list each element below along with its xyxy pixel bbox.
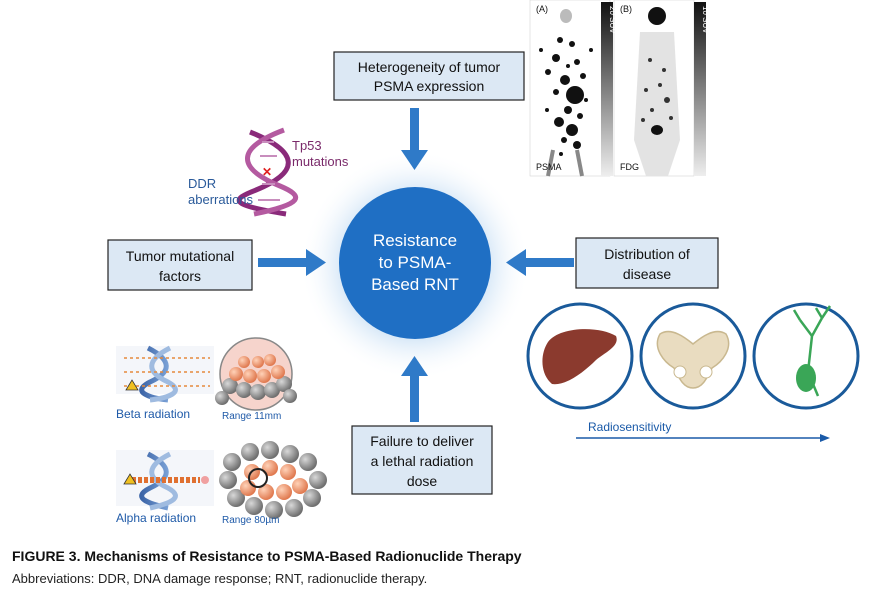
radiosensitivity-arrow: Radiosensitivity — [576, 420, 830, 442]
box-mutational-line1: Tumor mutational — [126, 248, 234, 264]
box-failure-line2: a lethal radiation — [371, 453, 474, 469]
arrow-bottom — [401, 356, 428, 422]
mutation-mark-icon: ✕ — [262, 165, 272, 179]
fdg-body — [634, 7, 680, 176]
arrows — [258, 108, 574, 422]
organ-pelvis — [639, 302, 747, 410]
suv-scale-b-label: 10 SUV — [701, 6, 710, 34]
center-text-line2: to PSMA- — [379, 253, 452, 272]
center-text-line1: Resistance — [373, 231, 457, 250]
pet-images: (A) (B) 20 SUV 10 SUV PSMA FDG — [529, 0, 710, 177]
arrow-top — [401, 108, 428, 170]
alpha-particle-icon — [201, 476, 209, 484]
neuron-body — [796, 364, 816, 392]
box-heterogeneity-line1: Heterogeneity of tumor — [358, 59, 501, 75]
beta-range-label: Range 11mm — [222, 411, 281, 422]
pelvis-icon — [656, 330, 730, 389]
box-failure-line3: dose — [407, 473, 438, 489]
ddr-label-line2: aberrations — [188, 192, 254, 207]
suv-scale-a-label: 20 SUV — [608, 6, 617, 34]
organ-nerve — [752, 302, 860, 410]
arrow-right — [506, 249, 574, 276]
psma-label: PSMA — [536, 162, 562, 172]
tp53-label-line2: mutations — [292, 154, 349, 169]
box-mutational: Tumor mutational factors — [107, 239, 253, 291]
figure-caption-abbreviations: Abbreviations: DDR, DNA damage response;… — [12, 571, 428, 586]
beta-radiation-panel: Beta radiation Range 11mm — [116, 337, 297, 422]
alpha-radiation-panel: Alpha radiation Range 80µm — [116, 441, 327, 526]
beta-cell-cluster — [215, 354, 297, 405]
alpha-dna-strand — [139, 451, 169, 511]
figure-caption-title: FIGURE 3. Mechanisms of Resistance to PS… — [12, 548, 522, 564]
arrow-left — [258, 249, 326, 276]
alpha-target-cell — [248, 468, 268, 488]
box-distribution: Distribution of disease — [575, 237, 719, 289]
organ-liver — [526, 302, 634, 410]
box-heterogeneity-line2: PSMA expression — [374, 78, 485, 94]
fdg-label: FDG — [620, 162, 639, 172]
center-text-line3: Based RNT — [371, 275, 459, 294]
psma-body — [539, 9, 593, 177]
box-distribution-line1: Distribution of — [604, 246, 690, 262]
alpha-range-label: Range 80µm — [222, 515, 279, 526]
box-mutational-line2: factors — [159, 268, 201, 284]
center-circle — [339, 187, 491, 339]
tp53-label-line1: Tp53 — [292, 138, 322, 153]
box-failure-line1: Failure to deliver — [370, 433, 474, 449]
ddr-label-line1: DDR — [188, 176, 216, 191]
box-heterogeneity: Heterogeneity of tumor PSMA expression — [333, 51, 525, 101]
beta-radiation-label: Beta radiation — [116, 407, 190, 421]
radiosensitivity-label: Radiosensitivity — [588, 420, 671, 434]
pet-panel-b-label: (B) — [620, 4, 632, 14]
alpha-cell-cluster — [219, 441, 327, 519]
liver-icon — [542, 329, 617, 385]
box-distribution-line2: disease — [623, 266, 671, 282]
box-failure: Failure to deliver a lethal radiation do… — [351, 425, 493, 495]
pet-panel-a-label: (A) — [536, 4, 548, 14]
suv-scale-b — [694, 2, 706, 176]
radiation-warning-icon-2 — [123, 473, 137, 485]
alpha-radiation-label: Alpha radiation — [116, 511, 196, 525]
dna-helix-icon: ✕ — [236, 127, 299, 217]
suv-scale-a — [601, 2, 613, 176]
radiation-warning-icon — [125, 379, 139, 391]
alpha-dna-strand-b — [149, 451, 178, 511]
